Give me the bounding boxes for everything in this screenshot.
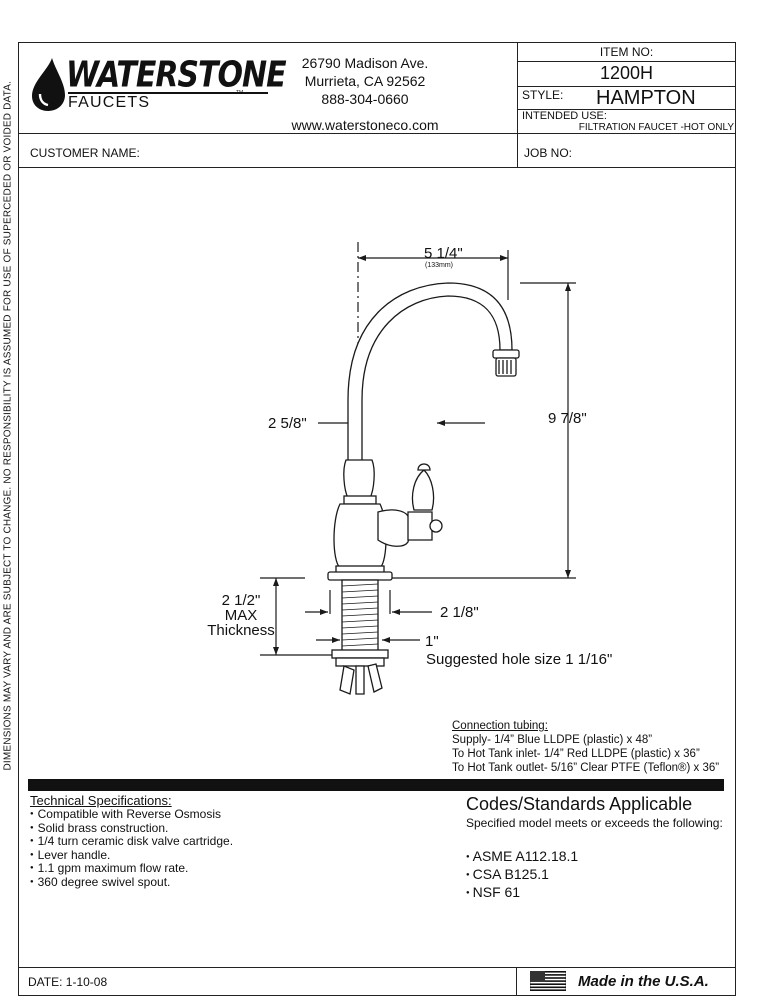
spec-item: 1.1 gpm maximum flow rate. xyxy=(30,862,330,876)
tubing-supply: Supply- 1/4” Blue LLDPE (plastic) x 48” xyxy=(452,734,653,746)
date-label: DATE: 1-10-08 xyxy=(28,975,108,989)
logo-wordmark: WATERSTONE xyxy=(66,54,287,96)
connection-tubing: Connection tubing: Supply- 1/4” Blue LLD… xyxy=(452,719,719,775)
waterstone-logo: WATERSTONE FAUCETS TM xyxy=(28,54,287,116)
spec-sheet-frame xyxy=(18,42,736,996)
codes-title: Codes/Standards Applicable xyxy=(466,794,693,814)
thickness-max: MAX xyxy=(224,607,258,624)
made-in-usa: Made in the U.S.A. xyxy=(578,973,709,990)
logo-underline xyxy=(68,92,268,94)
tubing-inlet: To Hot Tank inlet- 1/4” Red LLDPE (plast… xyxy=(452,748,700,760)
customer-row-rule xyxy=(18,167,736,169)
code-item: CSA B125.1 xyxy=(466,866,728,884)
technical-specifications: Technical Specifications: Compatible wit… xyxy=(30,793,330,889)
item-value-rule xyxy=(517,86,736,88)
style-value: HAMPTON xyxy=(596,87,696,109)
code-item: ASME A112.18.1 xyxy=(466,848,728,866)
thickness-word: Thickness xyxy=(207,622,275,639)
spec-item: Lever handle. xyxy=(30,848,330,863)
spec-item: Compatible with Reverse Osmosis xyxy=(30,807,330,822)
job-no-label: JOB NO: xyxy=(524,146,573,160)
customer-name-label: CUSTOMER NAME: xyxy=(30,146,140,160)
phone-number: 888-304-0660 xyxy=(321,91,409,107)
section-band xyxy=(28,779,724,791)
style-rule xyxy=(517,109,736,111)
hole-size-note: Suggested hole size 1 1/16" xyxy=(426,651,613,668)
item-no-value: 1200H xyxy=(599,63,654,83)
codes-subtitle: Specified model meets or exceeds the fol… xyxy=(466,816,723,830)
address-line-1: 26790 Madison Ave. xyxy=(301,55,429,71)
thickness-value: 2 1/2" xyxy=(221,592,261,609)
base-dimension: 2 1/8" xyxy=(440,604,479,621)
tubing-title: Connection tubing: xyxy=(452,720,548,732)
address-line-2: Murrieta, CA 92562 xyxy=(304,73,426,89)
item-no-label: ITEM NO: xyxy=(599,45,654,59)
header-divider xyxy=(517,42,519,168)
thickness-dimension: 2 1/2" MAX Thickness xyxy=(206,593,276,638)
item-label-rule xyxy=(517,61,736,63)
intended-use-label: INTENDED USE: xyxy=(522,110,607,122)
spec-item: 1/4 turn ceramic disk valve cartridge. xyxy=(30,835,330,849)
height-dimension: 9 7/8" xyxy=(548,410,587,427)
spec-item: 360 degree swivel spout. xyxy=(30,875,330,890)
shank-dimension: 1" xyxy=(425,633,439,650)
footer-divider xyxy=(516,967,518,996)
reach-mm: (133mm) xyxy=(425,262,454,269)
specs-title: Technical Specifications: xyxy=(30,793,172,808)
header-bottom-rule xyxy=(18,133,736,135)
address-block: 26790 Madison Ave. Murrieta, CA 92562 88… xyxy=(270,54,460,134)
reach-dimension: 5 1/4" xyxy=(424,245,463,262)
us-flag-icon xyxy=(530,971,566,991)
style-label: STYLE: xyxy=(522,88,564,102)
intended-use-value: FILTRATION FAUCET -HOT ONLY xyxy=(578,122,734,133)
codes-list: ASME A112.18.1 CSA B125.1 NSF 61 xyxy=(466,848,728,902)
tubing-outlet: To Hot Tank outlet- 5/16” Clear PTFE (Te… xyxy=(452,762,720,774)
website-link[interactable]: www.waterstoneco.com xyxy=(291,117,439,133)
center-offset-dimension: 2 5/8" xyxy=(268,415,307,432)
spec-item: Solid brass construction. xyxy=(30,821,330,836)
logo-subtitle: FAUCETS xyxy=(68,94,151,111)
footer-rule xyxy=(18,967,736,969)
codes-standards: Codes/Standards Applicable Specified mod… xyxy=(466,794,728,902)
code-item: NSF 61 xyxy=(466,884,728,902)
trademark-mark: TM xyxy=(236,90,244,96)
water-drop-icon xyxy=(32,58,65,111)
specs-list: Compatible with Reverse Osmosis Solid br… xyxy=(30,807,330,890)
